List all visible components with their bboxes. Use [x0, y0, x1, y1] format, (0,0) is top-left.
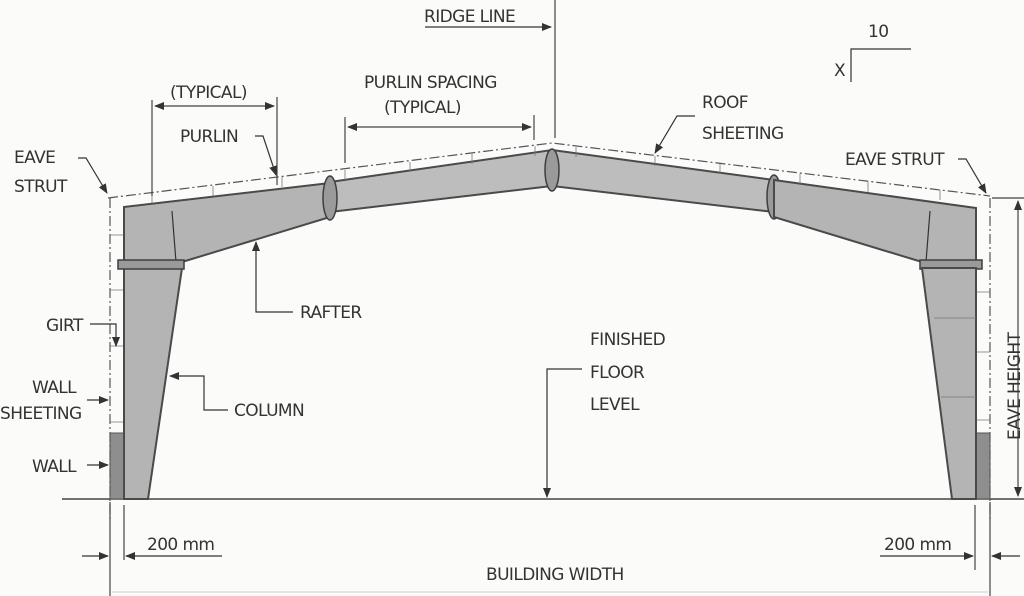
finished-floor-label-3: LEVEL	[590, 395, 640, 415]
finished-floor-label-2: FLOOR	[590, 363, 645, 383]
eave-strut-right-leader	[958, 158, 987, 194]
eave-strut-left-label-1: EAVE	[14, 148, 55, 168]
left-rafter-splice	[322, 175, 338, 221]
column-label: COLUMN	[234, 401, 304, 421]
ridge-splice	[544, 148, 560, 192]
column-leader	[169, 372, 228, 411]
offset-left-label: 200 mm	[147, 535, 214, 555]
left-girts	[110, 234, 124, 423]
eave-strut-left-label-2: STRUT	[14, 177, 68, 197]
eave-height-label: EAVE HEIGHT	[1005, 331, 1024, 440]
roof-sheeting-leader	[654, 115, 695, 154]
left-rafter	[329, 148, 553, 214]
right-stiffener	[925, 210, 931, 263]
wall-sheeting-label-2: SHEETING	[0, 404, 82, 424]
roof-sheeting-label-1: ROOF	[702, 93, 748, 113]
rafter-label: RAFTER	[300, 303, 362, 323]
right-column	[920, 267, 977, 500]
girt-leader	[90, 323, 120, 347]
ridge-line-label: RIDGE LINE	[424, 7, 515, 27]
wall-sheeting-label-1: WALL	[32, 378, 77, 398]
finished-floor-leader	[543, 368, 582, 498]
left-knee-plate	[117, 259, 185, 270]
slope-symbol	[850, 48, 911, 82]
rafter-leader	[252, 241, 293, 313]
right-haunch	[773, 178, 977, 263]
roof-sheeting-line	[107, 142, 991, 199]
building-width-label: BUILDING WIDTH	[486, 565, 624, 585]
eave-strut-right-label: EAVE STRUT	[845, 150, 945, 170]
right-column-stiffeners	[934, 317, 976, 398]
eave-strut-left-leader	[78, 157, 108, 194]
typical-label: (TYPICAL)	[170, 83, 247, 103]
slope-run: 10	[868, 22, 888, 42]
purlin-spacing-label-1: PURLIN SPACING	[364, 73, 497, 93]
left-haunch	[123, 181, 331, 263]
purlin-spacing-label-2: (TYPICAL)	[384, 98, 461, 118]
left-stiffener	[171, 210, 177, 263]
offset-right-label: 200 mm	[884, 535, 951, 555]
purlin-label: PURLIN	[180, 127, 238, 147]
wall-label: WALL	[32, 457, 77, 477]
left-wall	[109, 432, 126, 500]
roof-sheeting-label-2: SHEETING	[702, 124, 784, 144]
right-wall	[974, 432, 991, 500]
left-column	[123, 267, 184, 500]
right-girts	[976, 291, 990, 421]
right-rafter	[551, 148, 775, 214]
slope-rise: X	[834, 61, 846, 81]
purlins	[151, 146, 941, 203]
purlin-leader	[255, 135, 277, 176]
finished-floor-label-1: FINISHED	[590, 330, 666, 350]
girt-label: GIRT	[46, 316, 84, 336]
